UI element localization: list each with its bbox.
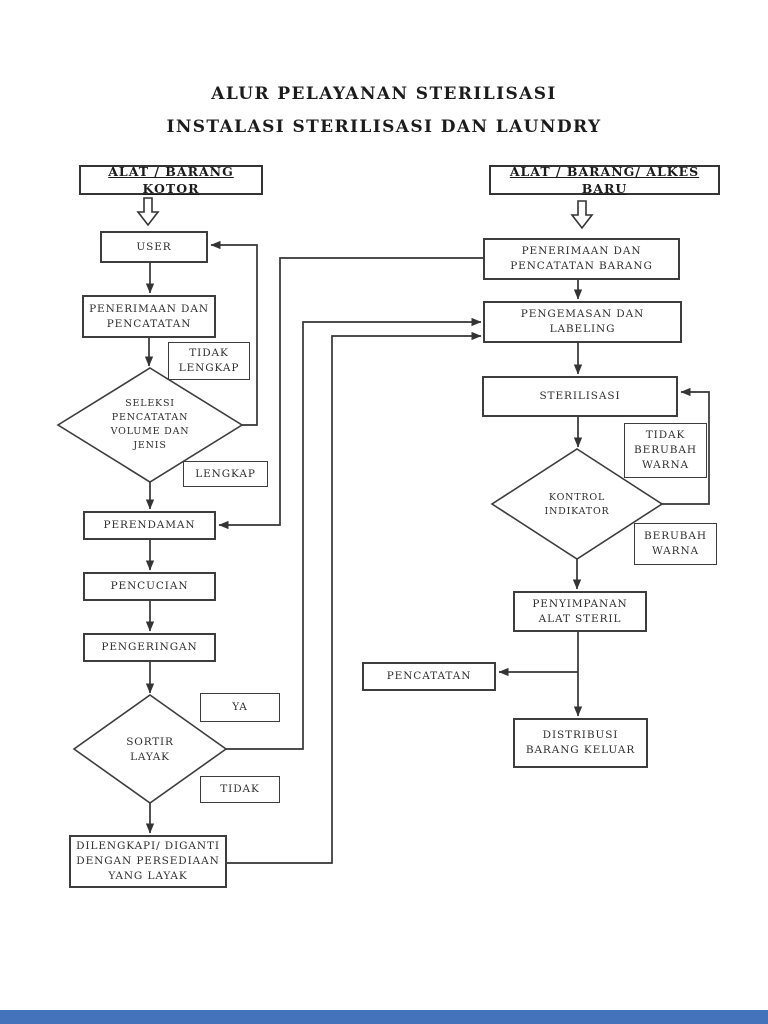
node-distribusi-barang-keluar: DISTRIBUSI BARANG KELUAR bbox=[513, 718, 648, 768]
node-sterilisasi: STERILISASI bbox=[482, 376, 678, 417]
node-pencatatan: PENCATATAN bbox=[362, 662, 496, 691]
label-tidak-berubah-warna: TIDAK BERUBAH WARNA bbox=[624, 423, 707, 478]
page-title: ALUR PELAYANAN STERILISASI INSTALASI STE… bbox=[0, 84, 768, 150]
header-alat-barang-alkes-baru: ALAT / BARANG/ ALKES BARU bbox=[489, 164, 720, 196]
decision-sortir-text: SORTIR LAYAK bbox=[126, 735, 174, 763]
node-dilengkapi-diganti: DILENGKAPI/ DIGANTI DENGAN PERSEDIAAN YA… bbox=[69, 835, 227, 888]
node-perendaman: PERENDAMAN bbox=[83, 511, 216, 540]
node-penerimaan-pencatatan: PENERIMAAN DAN PENCATATAN bbox=[82, 295, 216, 338]
node-pencucian: PENCUCIAN bbox=[83, 572, 216, 601]
label-tidak: TIDAK bbox=[200, 776, 280, 803]
node-penerimaan-pencatatan-barang: PENERIMAAN DAN PENCATATAN BARANG bbox=[483, 238, 680, 280]
block-arrow-down-right-icon bbox=[570, 200, 594, 230]
title-line-2: INSTALASI STERILISASI DAN LAUNDRY bbox=[166, 117, 602, 137]
page-bottom-bar bbox=[0, 1010, 768, 1024]
connector-tidak-lengkap-loop-to-user bbox=[210, 240, 258, 426]
label-lengkap: LENGKAP bbox=[183, 461, 268, 487]
label-tidak-lengkap: TIDAK LENGKAP bbox=[168, 342, 250, 380]
decision-kontrol-text: KONTROL INDIKATOR bbox=[544, 492, 610, 517]
node-user: USER bbox=[100, 231, 208, 263]
title-line-1: ALUR PELAYANAN STERILISASI bbox=[211, 84, 557, 104]
header-alat-barang-kotor: ALAT / BARANG KOTOR bbox=[79, 164, 263, 196]
node-penyimpanan-alat-steril: PENYIMPANAN ALAT STERIL bbox=[513, 591, 647, 632]
label-berubah-warna: BERUBAH WARNA bbox=[634, 523, 717, 565]
block-arrow-down-left-icon bbox=[136, 197, 160, 227]
decision-seleksi-text: SELEKSI PENCATATAN VOLUME DAN JENIS bbox=[110, 398, 190, 451]
node-pengemasan-labeling: PENGEMASAN DAN LABELING bbox=[483, 301, 682, 343]
node-pengeringan: PENGERINGAN bbox=[83, 633, 216, 662]
label-ya: YA bbox=[200, 693, 280, 722]
